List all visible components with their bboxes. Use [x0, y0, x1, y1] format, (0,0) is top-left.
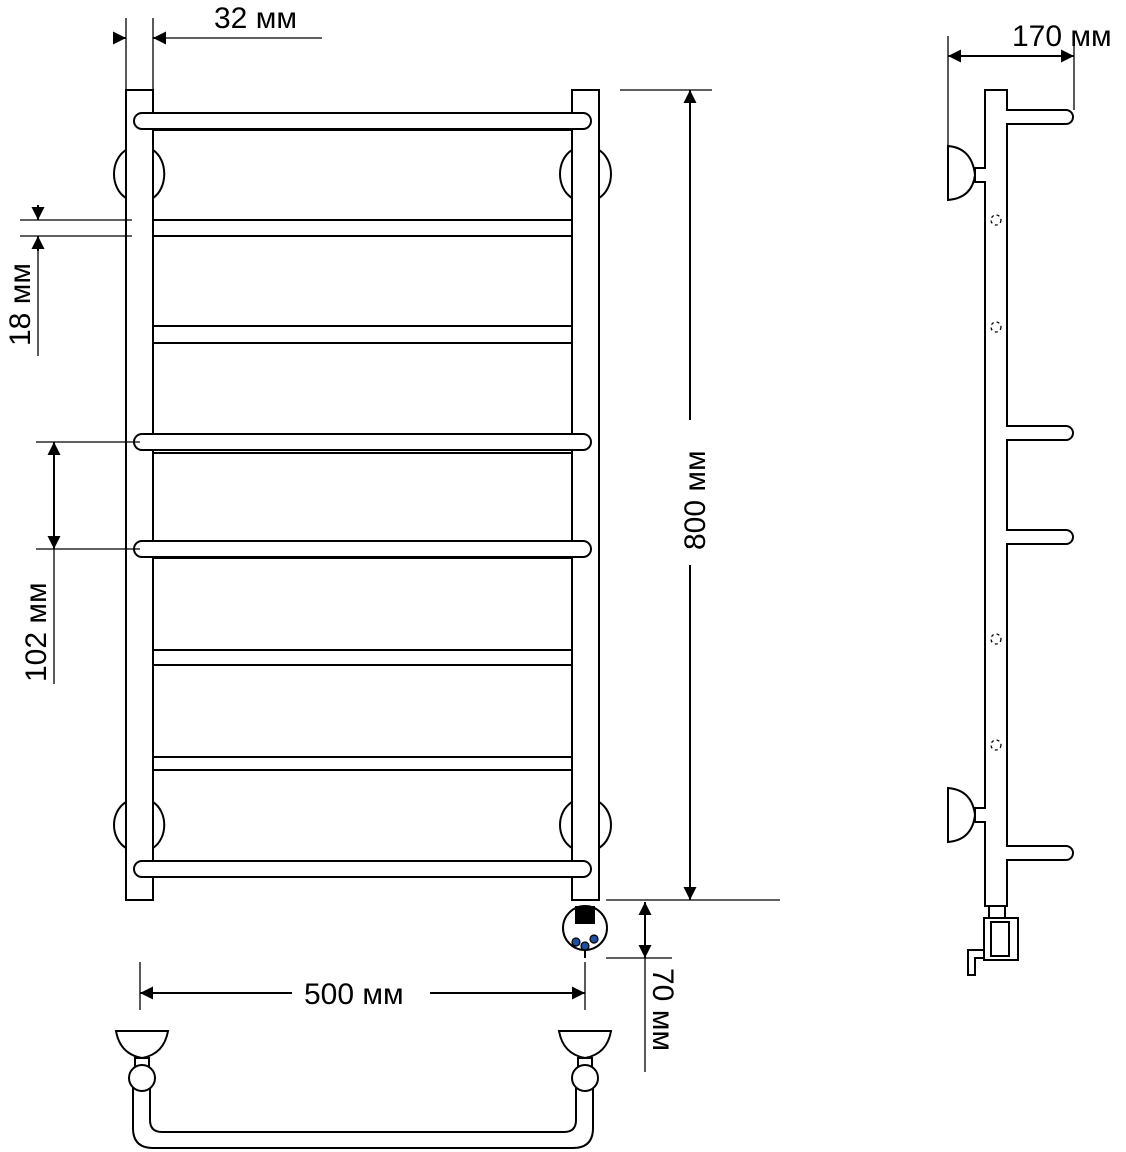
dim-rung-gap: 18 мм — [4, 205, 132, 356]
label-rung-spacing: 102 мм — [20, 582, 53, 682]
right-collector — [571, 89, 600, 901]
label-tube-width: 32 мм — [214, 2, 297, 35]
left-collector — [125, 89, 154, 901]
side-view — [947, 89, 1074, 976]
hidden-rung-ends — [990, 214, 1002, 751]
dim-total-height: 800 мм — [606, 89, 780, 901]
label-side-depth: 170 мм — [1012, 20, 1112, 53]
front-view — [113, 89, 612, 958]
label-rung-gap: 18 мм — [4, 263, 37, 346]
heater-side-icon — [967, 905, 1019, 976]
plan-view — [114, 1030, 613, 1149]
label-heater-length: 70 мм — [646, 968, 679, 1051]
wall-bracket-icon — [114, 1030, 170, 1092]
wall-bracket-icon — [557, 1030, 613, 1092]
side-collector — [974, 89, 1074, 907]
dim-total-width: 500 мм — [139, 962, 586, 1011]
u-tube — [132, 1082, 594, 1149]
indicator-led-icon — [571, 937, 581, 947]
mounting-blocks — [113, 149, 612, 849]
thermostat-icon — [562, 905, 608, 958]
dimensions: 32 мм 18 мм 102 мм 800 мм — [4, 2, 1112, 1072]
wall-bracket-icon — [947, 144, 977, 202]
round-rungs — [133, 112, 592, 878]
dim-side-depth: 170 мм — [947, 20, 1112, 146]
label-total-width: 500 мм — [304, 978, 404, 1011]
label-total-height: 800 мм — [679, 450, 712, 550]
panels — [152, 129, 573, 866]
dim-rung-spacing: 102 мм — [20, 441, 140, 684]
wall-bracket-icon — [947, 786, 977, 844]
dim-tube-width: 32 мм — [113, 2, 322, 92]
dim-heater-length: 70 мм — [606, 902, 679, 1072]
